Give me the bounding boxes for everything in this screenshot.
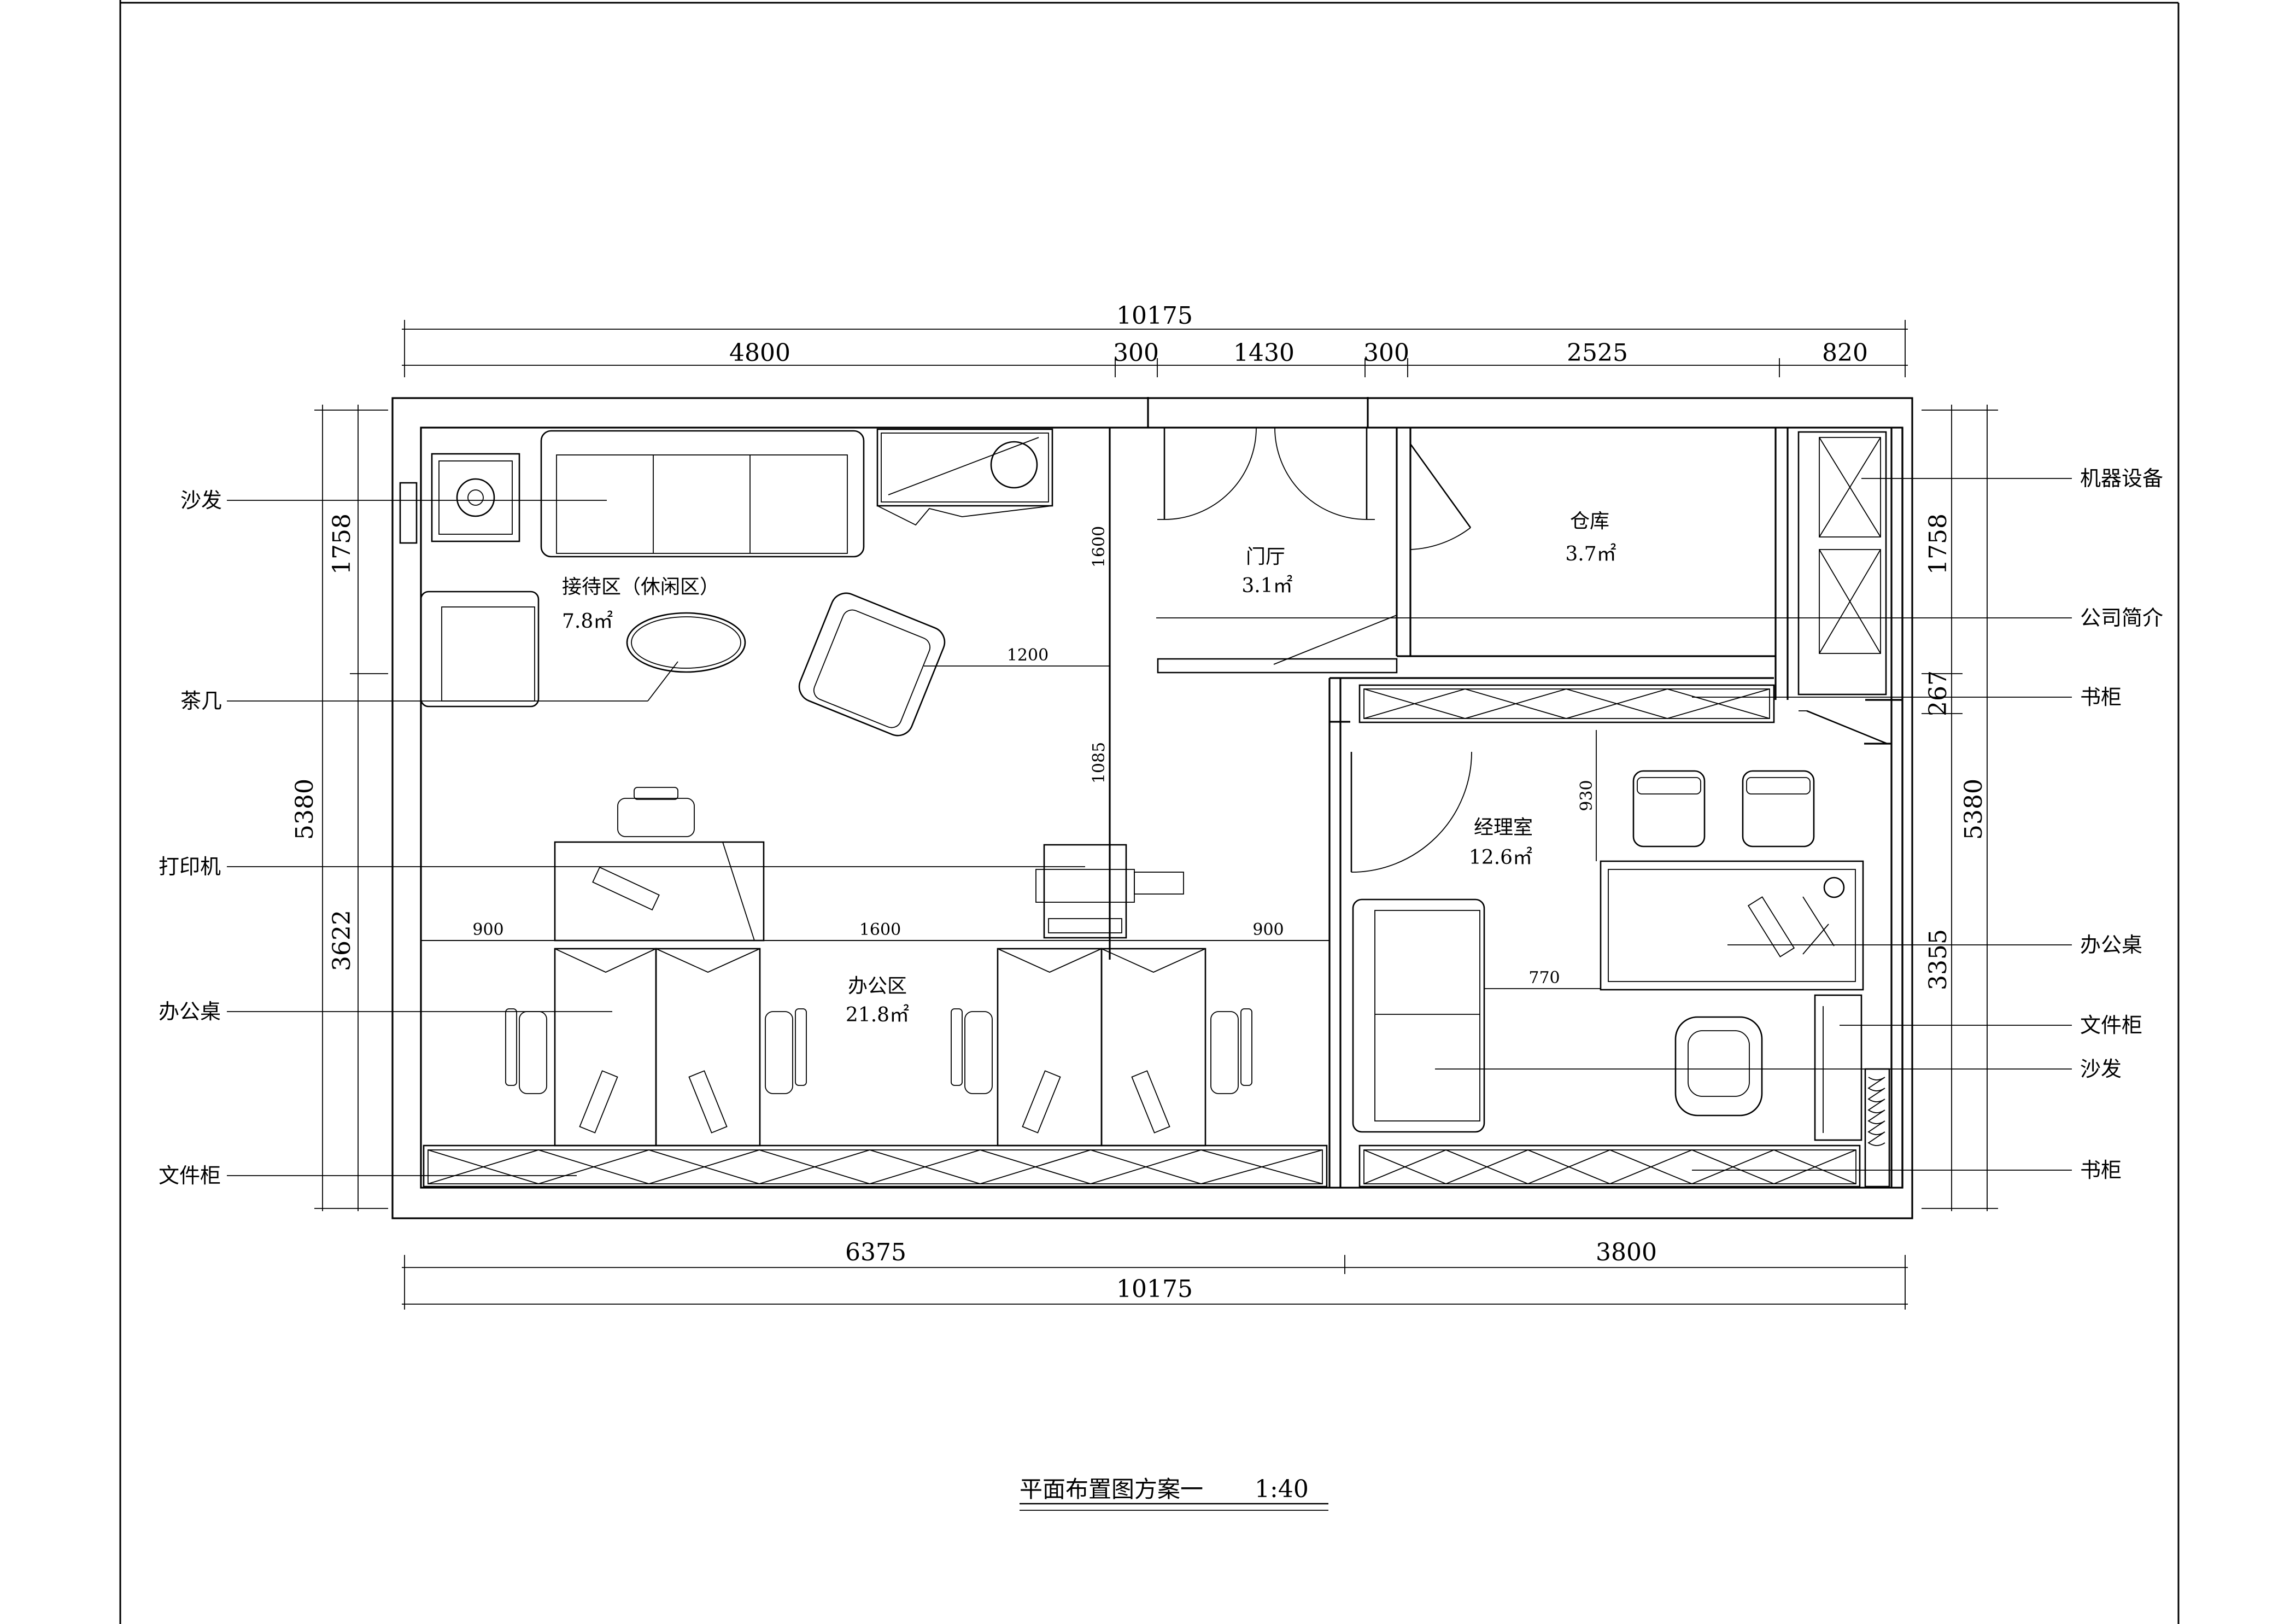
room-manager-area: 12.6㎡ [1469, 846, 1532, 869]
dim-right [1922, 405, 1998, 1211]
left-window [399, 482, 418, 544]
dim-inner-1085: 1085 [1090, 742, 1109, 784]
dim-right-total: 5380 [1960, 779, 1988, 840]
manager-door [1350, 751, 1472, 873]
dim-top-seg-6: 820 [1822, 339, 1868, 367]
manager-armchair [1674, 1016, 1763, 1117]
outer-walls [391, 397, 1913, 1219]
sofa-reception [540, 430, 865, 558]
dim-inner-1600-row: 1600 [859, 920, 901, 939]
corner-unit [431, 453, 520, 542]
dim-left [314, 405, 388, 1211]
leaders-right [1156, 478, 2072, 1171]
printer [1035, 844, 1184, 939]
dim-inner-900-left: 900 [472, 920, 503, 939]
dim-bottom-seg-1: 6375 [845, 1239, 906, 1266]
display-cabinet [876, 428, 1053, 526]
radiator [1864, 1068, 1890, 1188]
label-right-desk: 办公桌 [2080, 933, 2142, 957]
room-reception-area: 7.8㎡ [562, 610, 613, 633]
room-storage-area: 3.7㎡ [1565, 542, 1616, 565]
room-office-area: 21.8㎡ [846, 1003, 909, 1026]
label-right-sofa: 沙发 [2080, 1057, 2122, 1081]
room-manager-name: 经理室 [1474, 816, 1533, 839]
dim-top [402, 320, 1908, 377]
dim-bottom-seg-2: 3800 [1596, 1239, 1657, 1266]
manager-sofa [1352, 898, 1485, 1133]
dim-inner-770: 770 [1528, 968, 1560, 988]
leaders-left [227, 500, 1085, 1176]
label-left-desk: 办公桌 [159, 1000, 221, 1024]
label-left-file-cabinet: 文件柜 [159, 1164, 221, 1188]
dim-top-seg-5: 2525 [1567, 339, 1628, 367]
room-reception-name: 接待区（休闲区） [562, 576, 719, 598]
company-intro-board [1157, 615, 1398, 674]
manager-guest-chairs [1632, 770, 1815, 848]
room-office-name: 办公区 [848, 975, 907, 997]
foyer-double-door [1157, 427, 1375, 520]
drawing-title: 平面布置图方案一 [1020, 1476, 1203, 1503]
label-right-file-cabinet: 文件柜 [2080, 1013, 2142, 1037]
label-right-company-intro: 公司简介 [2080, 606, 2163, 630]
dim-bottom-total: 10175 [1116, 1275, 1193, 1303]
dim-right-seg-1: 1758 [1924, 513, 1952, 575]
dim-left-seg-2: 3622 [328, 910, 356, 971]
armchair-angled [798, 592, 946, 737]
dim-right-seg-3: 3355 [1924, 929, 1952, 990]
label-left-printer: 打印机 [159, 855, 221, 879]
label-left-tea-table: 茶几 [180, 689, 222, 713]
dim-inner-1600-vertical: 1600 [1090, 526, 1109, 568]
closet-door [1799, 710, 1888, 745]
sheet-frame [119, 0, 2180, 1624]
label-left-sofa: 沙发 [180, 488, 222, 512]
dim-top-seg-3: 1430 [1233, 339, 1295, 367]
dim-inner-1200: 1200 [1007, 646, 1049, 665]
dim-left-seg-1: 1758 [328, 513, 356, 575]
label-right-bookcase-bottom: 书柜 [2080, 1158, 2122, 1182]
room-foyer-name: 门厅 [1246, 546, 1285, 568]
bookcase-bottom-manager [1358, 1144, 1861, 1188]
file-cabinet-office [423, 1144, 1328, 1188]
dim-top-seg-4: 300 [1363, 339, 1409, 367]
label-right-machine: 机器设备 [2080, 466, 2163, 490]
title-underline [1020, 1503, 1328, 1511]
dim-top-seg-1: 4800 [729, 339, 790, 367]
drawing-scale: 1:40 [1255, 1475, 1309, 1503]
label-right-bookcase-top: 书柜 [2080, 685, 2122, 709]
dim-left-total: 5380 [291, 779, 319, 840]
dim-top-seg-2: 300 [1113, 339, 1159, 367]
office-desks-left [505, 787, 807, 1147]
dim-bottom [402, 1255, 1908, 1310]
machine-equipment [1797, 431, 1887, 696]
bookcase-top [1358, 684, 1775, 723]
dim-inner-900-right: 900 [1252, 920, 1284, 939]
room-foyer-area: 3.1㎡ [1241, 574, 1292, 597]
office-desks-right [951, 948, 1252, 1147]
tea-table [626, 612, 746, 673]
dim-top-total: 10175 [1116, 302, 1193, 330]
file-cabinet-manager [1814, 994, 1862, 1141]
dim-inner-930: 930 [1577, 780, 1596, 811]
dim-inner [421, 428, 1601, 989]
room-storage-name: 仓库 [1570, 510, 1609, 533]
manager-desk [1600, 860, 1864, 991]
storage-door [1409, 443, 1472, 550]
armchair-left [420, 591, 540, 708]
dim-right-seg-2: 267 [1924, 670, 1952, 716]
